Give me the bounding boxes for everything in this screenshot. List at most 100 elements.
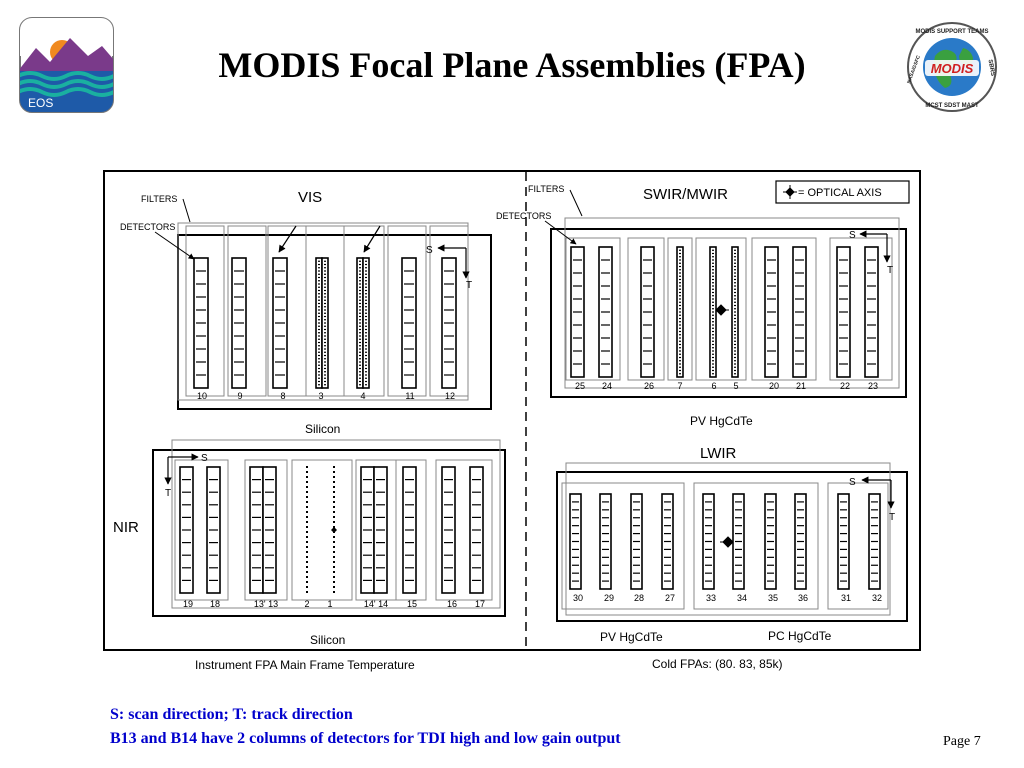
lwir-detector-column (732, 493, 745, 590)
nir-band-label: 17 (475, 599, 485, 609)
lwir-band-label: 30 (573, 593, 583, 603)
nir-detector-column (249, 466, 264, 594)
modis-ring-top: MODIS SUPPORT TEAMS (915, 29, 988, 35)
lwir-band-label: 32 (872, 593, 882, 603)
modis-ring-right: SBRS (987, 59, 996, 76)
lwir-band-label: 29 (604, 593, 614, 603)
note-line-1: S: scan direction; T: track direction (110, 706, 353, 723)
lwir-detector-column (661, 493, 674, 590)
vis-detector-column (231, 257, 247, 389)
swir-detector-column (864, 246, 879, 378)
vis-filters-label: FILTERS (141, 194, 177, 204)
swir-band-label: 25 (575, 381, 585, 391)
swir-band-label: 22 (840, 381, 850, 391)
lwir-band-label: 34 (737, 593, 747, 603)
nir-band-label: 18 (210, 599, 220, 609)
nir-band-label: 19 (183, 599, 193, 609)
nir-optical-axis-mark (331, 527, 337, 533)
nir-detector-column (179, 466, 194, 594)
vis-scan-label: S (426, 245, 433, 256)
page-number: Page 7 (943, 734, 981, 749)
vis-band-label: 11 (405, 391, 414, 401)
right-caption: Cold FPAs: (80. 83, 85k) (652, 657, 783, 671)
lwir-band-label: 36 (798, 593, 808, 603)
nir-track-label: T (165, 488, 171, 499)
vis-title: VIS (298, 189, 322, 206)
swir-track-label: T (887, 265, 893, 276)
nir-detector-column (206, 466, 221, 594)
nir-detector-column (360, 466, 375, 594)
nir-detector-column (441, 466, 456, 594)
lwir-band-label: 31 (841, 593, 851, 603)
lwir-board (556, 471, 908, 622)
lwir-material-pv: PV HgCdTe (600, 630, 663, 644)
lwir-band-label: 27 (665, 593, 675, 603)
nir-detector-column (469, 466, 484, 594)
vis-material: Silicon (305, 422, 340, 436)
lwir-detector-column (837, 493, 850, 590)
nir-band-label: 16 (447, 599, 457, 609)
nir-material: Silicon (310, 633, 345, 647)
vis-band-label: 3 (318, 391, 323, 401)
vis-band-label: 10 (197, 391, 207, 401)
vis-detector-column-dense (315, 257, 323, 389)
swir-detector-column-dense (709, 246, 717, 378)
slide-title: MODIS Focal Plane Assemblies (FPA) (218, 45, 806, 85)
vis-detector-column-dense (321, 257, 329, 389)
swir-detector-column (570, 246, 585, 378)
swir-detector-column (764, 246, 779, 378)
swir-scan-label: S (849, 230, 856, 241)
nir-band-label: 1 (327, 599, 332, 609)
note-line-2: B13 and B14 have 2 columns of detectors … (110, 730, 621, 747)
lwir-detector-column (794, 493, 807, 590)
lwir-detector-column (599, 493, 612, 590)
nir-detector-columns (179, 466, 484, 594)
nir-detector-column (373, 466, 388, 594)
lwir-track-label: T (889, 512, 895, 523)
optical-axis-label: = OPTICAL AXIS (798, 187, 882, 199)
swir-band-label: 6 (711, 381, 716, 391)
optical-axis-legend (775, 180, 910, 204)
swir-band-label: 7 (677, 381, 682, 391)
swir-band-label: 26 (644, 381, 654, 391)
lwir-band-label: 28 (634, 593, 644, 603)
swir-title: SWIR/MWIR (643, 186, 728, 203)
swir-detector-column-dense (676, 246, 684, 378)
swir-detector-column (836, 246, 851, 378)
nir-band-label: 13' 13 (254, 599, 278, 609)
lwir-detector-column (702, 493, 715, 590)
vis-detector-column (401, 257, 417, 389)
optical-axis-icon (783, 185, 797, 199)
swir-band-label: 21 (796, 381, 806, 391)
modis-ring-bottom: MCST SDST MAST (925, 103, 979, 109)
swir-detector-columns (570, 246, 879, 378)
nir-title: NIR (113, 519, 139, 536)
left-caption: Instrument FPA Main Frame Temperature (195, 658, 415, 672)
vis-detector-columns (193, 257, 457, 389)
nir-board (152, 449, 506, 617)
swir-detector-column-dense (731, 246, 739, 378)
swir-band-label: 24 (602, 381, 612, 391)
swir-band-label: 23 (868, 381, 878, 391)
swir-detector-column (640, 246, 655, 378)
lwir-scan-label: S (849, 477, 856, 488)
modis-logo: MODIS MODIS SUPPORT TEAMS NASA/GSFC SBRS… (905, 18, 999, 116)
swir-filter-frame (564, 217, 900, 389)
vis-band-label: 12 (445, 391, 455, 401)
nir-detector-column (402, 466, 417, 594)
modis-logo-text: MODIS (931, 61, 974, 76)
swir-band-label: 20 (769, 381, 779, 391)
vis-detector-column (441, 257, 457, 389)
swir-board (550, 228, 907, 398)
lwir-detector-column (630, 493, 643, 590)
eos-logo: EOS (18, 16, 115, 114)
nir-filter-frame (171, 439, 501, 609)
